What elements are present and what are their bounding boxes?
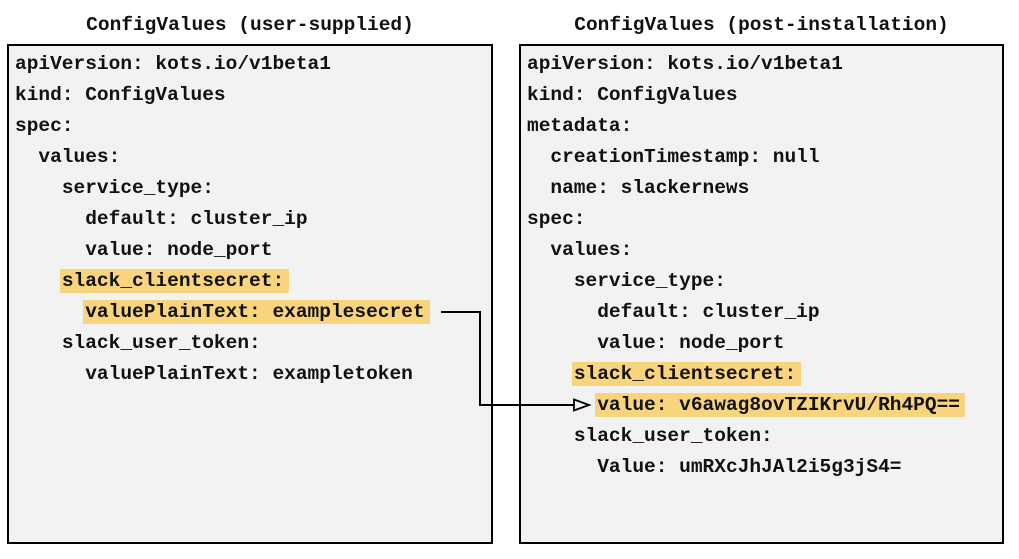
yaml-text: values: bbox=[550, 239, 633, 261]
yaml-line: default: cluster_ip bbox=[15, 204, 491, 235]
yaml-text: name: slackernews bbox=[550, 177, 750, 199]
yaml-text-highlight: slack_clientsecret: bbox=[59, 269, 290, 293]
yaml-line: spec: bbox=[15, 111, 491, 142]
yaml-text: spec: bbox=[527, 208, 586, 230]
post-installation-config-box: apiVersion: kots.io/v1beta1 kind: Config… bbox=[519, 44, 1004, 544]
yaml-indent bbox=[15, 239, 85, 261]
yaml-line-highlighted: slack_clientsecret: bbox=[15, 266, 491, 297]
yaml-indent bbox=[527, 177, 550, 199]
yaml-indent bbox=[527, 146, 550, 168]
yaml-text: valuePlainText: exampletoken bbox=[85, 363, 413, 385]
yaml-line: values: bbox=[527, 235, 1002, 266]
yaml-indent bbox=[527, 456, 597, 478]
yaml-text: Value: umRXcJhJAl2i5g3jS4= bbox=[597, 456, 902, 478]
yaml-text: creationTimestamp: null bbox=[550, 146, 820, 168]
yaml-indent bbox=[15, 177, 62, 199]
yaml-line: name: slackernews bbox=[527, 173, 1002, 204]
yaml-line: default: cluster_ip bbox=[527, 297, 1002, 328]
yaml-text: values: bbox=[38, 146, 121, 168]
yaml-line: spec: bbox=[527, 204, 1002, 235]
yaml-indent bbox=[15, 208, 85, 230]
yaml-line: service_type: bbox=[527, 266, 1002, 297]
yaml-indent bbox=[15, 301, 85, 323]
yaml-text-highlight: slack_clientsecret: bbox=[571, 362, 802, 386]
yaml-line: apiVersion: kots.io/v1beta1 bbox=[15, 49, 491, 80]
yaml-text: spec: bbox=[15, 115, 74, 137]
yaml-indent bbox=[527, 301, 597, 323]
yaml-text: metadata: bbox=[527, 115, 633, 137]
yaml-indent bbox=[527, 270, 574, 292]
yaml-text: kind: ConfigValues bbox=[15, 84, 226, 106]
yaml-line: apiVersion: kots.io/v1beta1 bbox=[527, 49, 1002, 80]
left-panel-title: ConfigValues (user-supplied) bbox=[86, 14, 414, 36]
yaml-text: default: cluster_ip bbox=[597, 301, 820, 323]
yaml-line: metadata: bbox=[527, 111, 1002, 142]
yaml-text-highlight: valuePlainText: examplesecret bbox=[83, 300, 430, 324]
yaml-line: slack_user_token: bbox=[15, 328, 491, 359]
yaml-text: apiVersion: kots.io/v1beta1 bbox=[527, 53, 843, 75]
yaml-line: Value: umRXcJhJAl2i5g3jS4= bbox=[527, 452, 1002, 483]
yaml-indent bbox=[15, 332, 62, 354]
yaml-text: apiVersion: kots.io/v1beta1 bbox=[15, 53, 331, 75]
yaml-text: kind: ConfigValues bbox=[527, 84, 738, 106]
yaml-text: service_type: bbox=[61, 177, 214, 199]
yaml-indent bbox=[15, 363, 85, 385]
yaml-indent bbox=[527, 425, 574, 447]
yaml-text: default: cluster_ip bbox=[85, 208, 308, 230]
yaml-line-highlighted: value: v6awag8ovTZIKrvU/Rh4PQ== bbox=[527, 390, 1002, 421]
yaml-line: values: bbox=[15, 142, 491, 173]
yaml-line: kind: ConfigValues bbox=[527, 80, 1002, 111]
right-panel-title: ConfigValues (post-installation) bbox=[574, 14, 949, 36]
yaml-line: value: node_port bbox=[527, 328, 1002, 359]
yaml-text: slack_user_token: bbox=[573, 425, 773, 447]
yaml-line: service_type: bbox=[15, 173, 491, 204]
yaml-indent bbox=[527, 239, 550, 261]
yaml-indent bbox=[15, 270, 62, 292]
yaml-line: creationTimestamp: null bbox=[527, 142, 1002, 173]
yaml-line: value: node_port bbox=[15, 235, 491, 266]
user-supplied-config-box: apiVersion: kots.io/v1beta1 kind: Config… bbox=[7, 44, 493, 544]
yaml-text-highlight: value: v6awag8ovTZIKrvU/Rh4PQ== bbox=[595, 393, 965, 417]
yaml-text: value: node_port bbox=[85, 239, 273, 261]
yaml-indent bbox=[527, 363, 574, 385]
yaml-indent bbox=[527, 332, 597, 354]
yaml-indent bbox=[15, 146, 38, 168]
yaml-indent bbox=[527, 394, 597, 416]
yaml-line: slack_user_token: bbox=[527, 421, 1002, 452]
yaml-text: slack_user_token: bbox=[61, 332, 261, 354]
yaml-line-highlighted: slack_clientsecret: bbox=[527, 359, 1002, 390]
yaml-line: kind: ConfigValues bbox=[15, 80, 491, 111]
yaml-line-highlighted: valuePlainText: examplesecret bbox=[15, 297, 491, 328]
yaml-text: service_type: bbox=[573, 270, 726, 292]
yaml-text: value: node_port bbox=[597, 332, 785, 354]
yaml-line: valuePlainText: exampletoken bbox=[15, 359, 491, 390]
